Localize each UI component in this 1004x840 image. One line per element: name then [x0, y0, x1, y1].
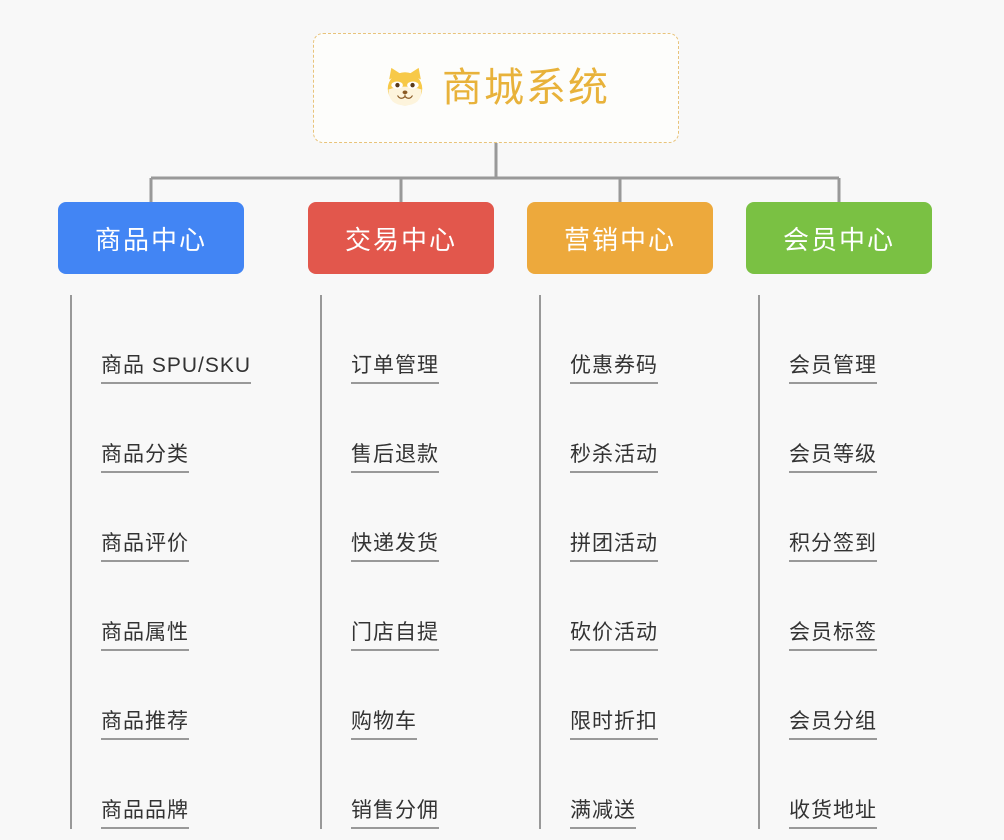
category-box-trade-center[interactable]: 交易中心 [308, 202, 494, 274]
leaf-label: 购物车 [351, 710, 417, 740]
leaf-label: 会员分组 [789, 710, 877, 740]
leaf-item[interactable]: 秒杀活动 [541, 384, 713, 473]
category-label: 交易中心 [344, 224, 457, 255]
leaf-list-marketing-center: 优惠券码 秒杀活动 拼团活动 砍价活动 限时折扣 满减送 [539, 295, 713, 829]
leaf-label: 砍价活动 [570, 621, 658, 651]
leaf-item[interactable]: 销售分佣 [322, 740, 494, 829]
category-label: 会员中心 [782, 224, 895, 255]
leaf-item[interactable]: 会员标签 [760, 562, 932, 651]
leaf-item[interactable]: 商品 SPU/SKU [72, 295, 252, 384]
leaf-item[interactable]: 会员管理 [760, 295, 932, 384]
leaf-label: 商品品牌 [101, 799, 189, 829]
leaf-label: 优惠券码 [570, 354, 658, 384]
leaf-item[interactable]: 商品属性 [72, 562, 244, 651]
leaf-label: 会员标签 [789, 621, 877, 651]
leaf-item[interactable]: 拼团活动 [541, 473, 713, 562]
leaf-item[interactable]: 会员分组 [760, 651, 932, 740]
leaf-label: 积分签到 [789, 532, 877, 562]
leaf-label: 满减送 [570, 799, 636, 829]
leaf-item[interactable]: 满减送 [541, 740, 713, 829]
leaf-item[interactable]: 商品推荐 [72, 651, 244, 740]
leaf-label: 限时折扣 [570, 710, 658, 740]
leaf-item[interactable]: 订单管理 [322, 295, 494, 384]
leaf-label: 商品属性 [101, 621, 189, 651]
leaf-item[interactable]: 商品品牌 [72, 740, 244, 829]
root-title: 商城系统 [442, 66, 610, 110]
category-box-marketing-center[interactable]: 营销中心 [527, 202, 713, 274]
leaf-item[interactable]: 砍价活动 [541, 562, 713, 651]
branch-column-trade-center: 交易中心 订单管理 售后退款 快递发货 门店自提 购物车 销售分佣 [308, 202, 494, 829]
leaf-label: 售后退款 [351, 443, 439, 473]
leaf-item[interactable]: 积分签到 [760, 473, 932, 562]
leaf-label: 拼团活动 [570, 532, 658, 562]
leaf-label: 秒杀活动 [570, 443, 658, 473]
leaf-item[interactable]: 售后退款 [322, 384, 494, 473]
root-node[interactable]: 商城系统 [313, 33, 679, 143]
leaf-item[interactable]: 门店自提 [322, 562, 494, 651]
leaf-item[interactable]: 优惠券码 [541, 295, 713, 384]
leaf-item[interactable]: 商品分类 [72, 384, 244, 473]
leaf-item[interactable]: 购物车 [322, 651, 494, 740]
branch-column-product-center: 商品中心 商品 SPU/SKU 商品分类 商品评价 商品属性 商品推荐 商品品牌 [58, 202, 252, 829]
leaf-item[interactable]: 会员等级 [760, 384, 932, 473]
leaf-label: 快递发货 [351, 532, 439, 562]
leaf-list-member-center: 会员管理 会员等级 积分签到 会员标签 会员分组 收货地址 [758, 295, 932, 829]
branch-column-marketing-center: 营销中心 优惠券码 秒杀活动 拼团活动 砍价活动 限时折扣 满减送 [527, 202, 713, 829]
category-box-product-center[interactable]: 商品中心 [58, 202, 244, 274]
leaf-label: 会员管理 [789, 354, 877, 384]
leaf-label: 销售分佣 [351, 799, 439, 829]
leaf-item[interactable]: 快递发货 [322, 473, 494, 562]
leaf-list-trade-center: 订单管理 售后退款 快递发货 门店自提 购物车 销售分佣 [320, 295, 494, 829]
leaf-item[interactable]: 限时折扣 [541, 651, 713, 740]
leaf-label: 商品 SPU/SKU [101, 354, 252, 384]
leaf-item[interactable]: 商品评价 [72, 473, 244, 562]
leaf-label: 门店自提 [351, 621, 439, 651]
leaf-label: 商品分类 [101, 443, 189, 473]
leaf-label: 订单管理 [351, 354, 439, 384]
leaf-label: 商品推荐 [101, 710, 189, 740]
leaf-label: 商品评价 [101, 532, 189, 562]
category-label: 营销中心 [563, 224, 676, 255]
category-label: 商品中心 [94, 224, 207, 255]
leaf-item[interactable]: 收货地址 [760, 740, 932, 829]
leaf-label: 会员等级 [789, 443, 877, 473]
category-box-member-center[interactable]: 会员中心 [746, 202, 932, 274]
leaf-list-product-center: 商品 SPU/SKU 商品分类 商品评价 商品属性 商品推荐 商品品牌 [70, 295, 252, 829]
shiba-dog-face-icon [387, 67, 423, 106]
leaf-label: 收货地址 [789, 799, 877, 829]
branch-column-member-center: 会员中心 会员管理 会员等级 积分签到 会员标签 会员分组 收货地址 [746, 202, 932, 829]
